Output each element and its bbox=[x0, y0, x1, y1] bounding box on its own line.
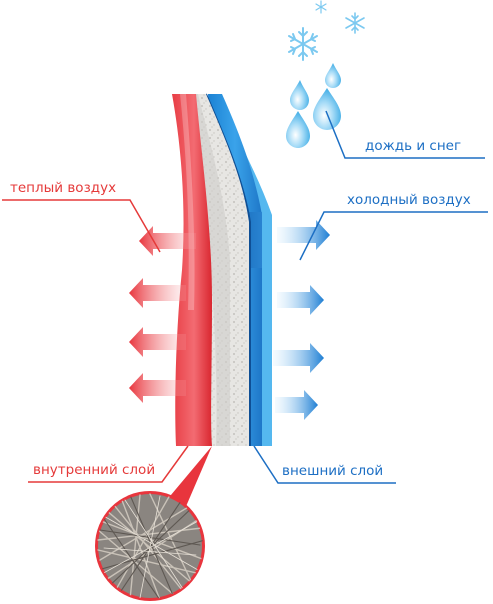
arrow-icon bbox=[273, 343, 324, 373]
insulation-shade bbox=[190, 94, 230, 446]
warm-air-label: теплый воздух bbox=[10, 180, 117, 196]
raindrop-icon bbox=[286, 111, 310, 148]
arrow-icon bbox=[275, 390, 318, 420]
snowflake-icon bbox=[288, 27, 318, 61]
inner-red-layer bbox=[172, 94, 212, 446]
outer-layer-leader bbox=[253, 445, 396, 484]
cold-air-label: холодный воздух bbox=[347, 192, 471, 208]
snowflake-icon bbox=[315, 0, 327, 14]
raindrop-icon bbox=[325, 63, 341, 88]
fiber-magnifier-icon bbox=[95, 491, 205, 601]
raindrop-icon bbox=[290, 80, 309, 110]
warm-air-arrows bbox=[129, 226, 196, 403]
cold-air-arrows bbox=[273, 220, 330, 420]
inner-layer-leader bbox=[28, 445, 189, 483]
inner-layer-label: внутренний слой bbox=[33, 462, 156, 478]
raindrop-icon bbox=[313, 88, 341, 130]
snowflake-icon bbox=[345, 12, 365, 34]
arrow-icon bbox=[277, 285, 324, 315]
rain-snow-label: дождь и снег bbox=[365, 138, 462, 154]
inner-red-highlight bbox=[180, 94, 195, 310]
arrow-icon bbox=[129, 278, 186, 308]
cold-air-leader bbox=[299, 211, 488, 261]
warm-air-leader bbox=[2, 199, 161, 253]
arrow-icon bbox=[277, 220, 330, 250]
arrow-icon bbox=[129, 373, 186, 403]
fabric-band bbox=[172, 93, 272, 446]
arrow-icon bbox=[129, 327, 186, 357]
rain-snow-leader bbox=[325, 110, 485, 159]
arrow-icon bbox=[139, 226, 196, 256]
outer-layer-label: внешний слой bbox=[282, 463, 384, 479]
